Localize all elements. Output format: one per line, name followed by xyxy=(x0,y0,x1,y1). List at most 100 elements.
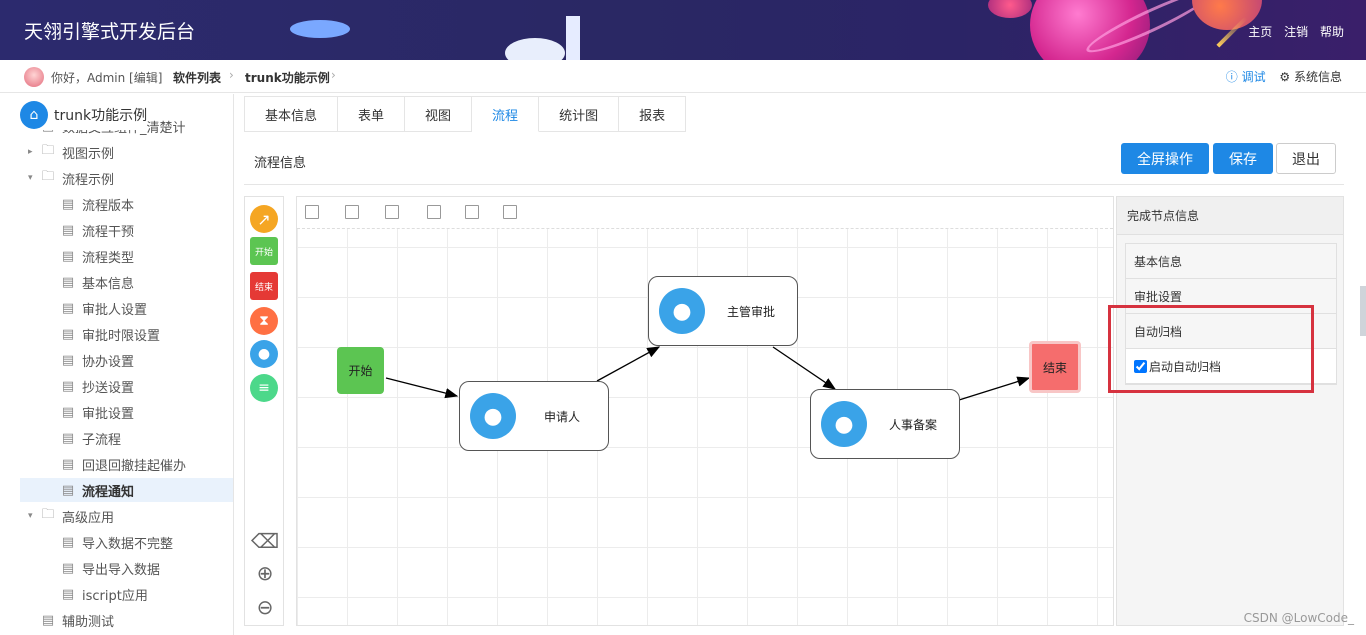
flow-node-applicant[interactable]: ● 申请人 xyxy=(459,381,609,451)
file-icon: ▤ xyxy=(61,248,75,264)
sidebar-item[interactable]: ▤辅助测试 xyxy=(28,608,114,632)
tab-chart[interactable]: 统计图 xyxy=(539,96,620,132)
flow-canvas[interactable]: 开始 ● 申请人 ● 主管审批 ● 人事备案 结束 xyxy=(296,196,1114,626)
save-button[interactable]: 保存 xyxy=(1213,143,1273,174)
folder-icon: 🗀 xyxy=(41,143,55,158)
chevron-right-icon: › xyxy=(331,68,336,82)
sidebar-item[interactable]: ▤基本信息 xyxy=(60,270,134,294)
node-label: 申请人 xyxy=(543,409,580,424)
breadcrumb-software-list[interactable]: 软件列表 xyxy=(173,71,222,85)
caret-right-icon[interactable]: ▸ xyxy=(28,147,33,157)
eraser-icon[interactable]: ⌫ xyxy=(250,529,280,553)
align-left-icon[interactable] xyxy=(305,205,319,219)
file-icon: ▤ xyxy=(61,274,75,290)
logout-link[interactable]: 注销 xyxy=(1284,25,1309,39)
tab-report[interactable]: 报表 xyxy=(619,96,687,132)
sidebar-item[interactable]: ▤流程版本 xyxy=(60,192,134,216)
connector-line[interactable] xyxy=(385,377,459,399)
app-title: 天翎引擎式开发后台 xyxy=(24,21,196,43)
app-header: 天翎引擎式开发后台 主页 注销 帮助 xyxy=(0,0,1366,60)
sidebar-item-label: 导出导入数据 xyxy=(82,562,161,578)
section-title: 流程信息 xyxy=(254,156,307,171)
sidebar-item[interactable]: ▤审批人设置 xyxy=(60,296,147,320)
user-node-icon[interactable]: ● xyxy=(250,340,278,368)
file-icon: ▤ xyxy=(61,222,75,238)
hourglass-icon[interactable]: ⧗ xyxy=(250,307,278,335)
align-center-icon[interactable] xyxy=(345,205,359,219)
sidebar-item[interactable]: ▤导入数据不完整 xyxy=(60,530,173,554)
align-middle-icon[interactable] xyxy=(465,205,479,219)
align-right-icon[interactable] xyxy=(385,205,399,219)
exit-button[interactable]: 退出 xyxy=(1276,143,1336,174)
sidebar-item-label: 流程类型 xyxy=(82,250,135,266)
sidebar-item[interactable]: ▤协办设置 xyxy=(60,348,134,372)
tab-basic-info[interactable]: 基本信息 xyxy=(244,96,339,132)
sidebar-item[interactable]: ▤回退回撤挂起催办 xyxy=(60,452,186,476)
sidebar-item[interactable]: ▤ 流程类型 xyxy=(60,244,134,268)
sidebar-item[interactable]: ▤流程通知 xyxy=(20,478,233,502)
sidebar-item[interactable]: ▸🗀视图示例 xyxy=(28,140,114,164)
sidebar-item[interactable]: ▤审批时限设置 xyxy=(60,322,160,346)
align-bottom-icon[interactable] xyxy=(503,205,517,219)
connector-line[interactable] xyxy=(958,376,1031,401)
tab-view[interactable]: 视图 xyxy=(405,96,473,132)
sidebar-item[interactable]: ▤导出导入数据 xyxy=(60,556,160,580)
arrow-icon[interactable]: ↗ xyxy=(250,205,278,233)
caret-down-icon[interactable]: ▾ xyxy=(28,173,33,183)
sidebar-item[interactable]: ▤流程干预 xyxy=(60,218,134,242)
divider xyxy=(244,184,1344,185)
system-info-link[interactable]: ⚙ 系统信息 xyxy=(1279,70,1342,84)
sidebar-item[interactable]: ▾🗀流程示例 xyxy=(28,166,114,190)
sidebar-item-label: 流程示例 xyxy=(62,172,115,188)
zoom-in-icon[interactable]: ⊕ xyxy=(256,561,274,585)
caret-down-icon[interactable]: ▾ xyxy=(28,511,33,521)
folder-icon: 🗀 xyxy=(41,507,55,522)
user-greeting[interactable]: 你好，Admin [编辑] xyxy=(51,71,163,85)
chevron-right-icon: › xyxy=(229,68,234,82)
home-link[interactable]: 主页 xyxy=(1248,25,1273,39)
settings-node-icon[interactable]: ≡ xyxy=(250,374,278,402)
zoom-out-icon[interactable]: ⊖ xyxy=(256,595,274,619)
tab-flow[interactable]: 流程 xyxy=(472,96,540,132)
start-node-tool[interactable]: 开始 xyxy=(250,237,278,265)
file-icon: ▤ xyxy=(61,586,75,602)
start-node[interactable]: 开始 xyxy=(337,347,384,394)
tab-form[interactable]: 表单 xyxy=(338,96,406,132)
enable-archive-label[interactable]: 启动自动归档 xyxy=(1149,359,1222,374)
sidebar-item[interactable]: ▤子流程 xyxy=(60,426,121,450)
debug-link[interactable]: ⓘ 调试 xyxy=(1225,70,1266,84)
sidebar-item[interactable]: ▤iscript应用 xyxy=(60,582,148,606)
connector-line[interactable] xyxy=(596,346,661,382)
accordion-approval-settings[interactable]: 审批设置 xyxy=(1126,279,1336,314)
tree-root[interactable]: ⌂ trunk功能示例 xyxy=(20,100,148,130)
node-palette: ↗ 开始 结束 ⧗ ● ≡ ⌫ ⊕ ⊖ xyxy=(244,196,284,626)
align-toolbar xyxy=(297,197,1113,229)
align-top-icon[interactable] xyxy=(427,205,441,219)
flow-node-manager[interactable]: ● 主管审批 xyxy=(648,276,798,346)
scrollbar[interactable] xyxy=(1360,286,1366,336)
file-icon: ▤ xyxy=(61,326,75,342)
end-node[interactable]: 结束 xyxy=(1029,341,1081,393)
file-icon: ▤ xyxy=(61,300,75,316)
user-icon: ● xyxy=(659,288,705,334)
sidebar-item[interactable]: ▤抄送设置 xyxy=(60,374,134,398)
module-tabs: 基本信息 表单 视图 流程 统计图 报表 xyxy=(244,96,687,132)
avatar[interactable] xyxy=(24,67,44,87)
user-icon: ● xyxy=(470,393,516,439)
accordion-auto-archive[interactable]: 自动归档 xyxy=(1126,314,1336,349)
planet-decoration xyxy=(988,0,1032,18)
flow-node-hr[interactable]: ● 人事备案 xyxy=(810,389,960,459)
tree-root-label: trunk功能示例 xyxy=(54,108,148,124)
sidebar-item[interactable]: ▾🗀高级应用 xyxy=(28,504,114,528)
help-link[interactable]: 帮助 xyxy=(1319,25,1344,39)
enable-archive-checkbox[interactable] xyxy=(1134,359,1147,373)
connector-line[interactable] xyxy=(772,346,837,390)
fullscreen-button[interactable]: 全屏操作 xyxy=(1121,143,1209,174)
accordion-basic-info[interactable]: 基本信息 xyxy=(1126,244,1336,279)
node-label: 主管审批 xyxy=(726,304,775,319)
sidebar-item[interactable]: ▤审批设置 xyxy=(60,400,134,424)
end-node-tool[interactable]: 结束 xyxy=(250,272,278,300)
highlight-box xyxy=(1108,305,1314,393)
watermark: CSDN @LowCode_ xyxy=(1243,611,1354,625)
breadcrumb-current-app[interactable]: trunk功能示例 xyxy=(245,71,330,85)
